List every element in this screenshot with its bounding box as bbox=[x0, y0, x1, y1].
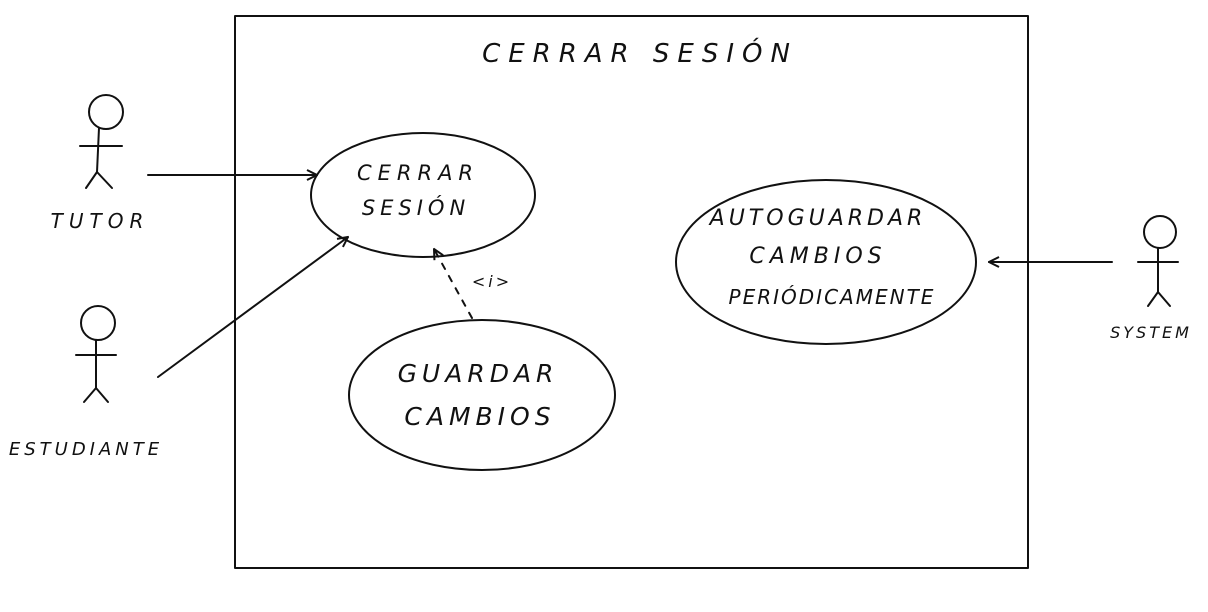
include-label: <i> bbox=[472, 272, 512, 291]
use-case-guardar-cambios-line-2: CAMBIOS bbox=[404, 402, 555, 431]
use-case-guardar-cambios: GUARDAR CAMBIOS bbox=[348, 319, 616, 471]
stick-figure-icon bbox=[79, 94, 124, 189]
association-estudiante-cerrar-sesion bbox=[157, 237, 348, 378]
use-case-ellipse bbox=[675, 179, 977, 345]
use-case-autoguardar: AUTOGUARDAR CAMBIOS PERIÓDICAMENTE bbox=[675, 179, 977, 345]
use-case-autoguardar-line-2: CAMBIOS bbox=[749, 244, 886, 269]
stick-figure-icon bbox=[1137, 215, 1179, 307]
use-case-ellipse bbox=[348, 319, 616, 471]
include-relation-arrow bbox=[434, 249, 473, 319]
actor-system-label: SYSTEM bbox=[1110, 323, 1192, 342]
use-case-cerrar-sesion: CERRAR SESIÓN bbox=[310, 132, 536, 258]
use-case-autoguardar-line-3: PERIÓDICAMENTE bbox=[729, 285, 936, 309]
system-title: CERRAR SESIÓN bbox=[482, 37, 798, 69]
stick-figure-icon bbox=[75, 305, 117, 403]
use-case-autoguardar-line-1: AUTOGUARDAR bbox=[708, 206, 927, 231]
actor-tutor: TUTOR bbox=[51, 94, 150, 233]
actor-tutor-label: TUTOR bbox=[51, 209, 150, 233]
use-case-cerrar-sesion-line-1: CERRAR bbox=[357, 161, 479, 185]
actor-system: SYSTEM bbox=[1110, 215, 1192, 342]
actor-estudiante-label: ESTUDIANTE bbox=[9, 439, 163, 460]
use-case-guardar-cambios-line-1: GUARDAR bbox=[398, 359, 559, 388]
actor-estudiante: ESTUDIANTE bbox=[9, 305, 163, 460]
use-case-ellipse bbox=[310, 132, 536, 258]
use-case-cerrar-sesion-line-2: SESIÓN bbox=[362, 195, 470, 220]
system-boundary bbox=[234, 15, 1029, 569]
